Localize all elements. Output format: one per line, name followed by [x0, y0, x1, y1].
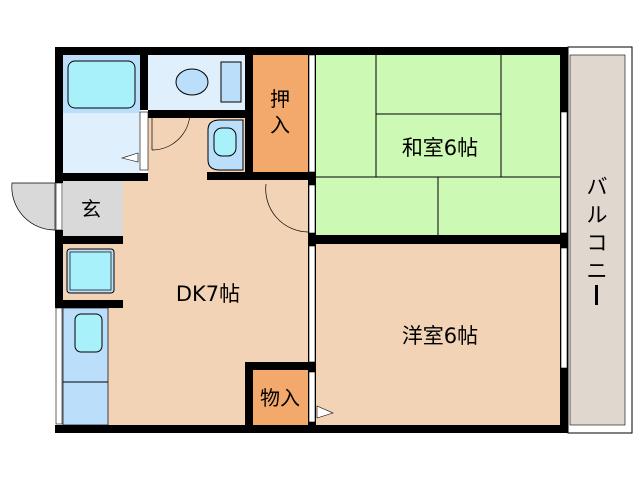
balcony-char-long-vowel	[595, 285, 598, 305]
balcony-char: ニ	[587, 259, 608, 283]
oshiire-label-1: 押	[270, 87, 290, 111]
balcony-char: ル	[587, 203, 608, 227]
monoire-door-marker	[316, 405, 334, 419]
yoshitsu-label: 洋室6帖	[402, 324, 478, 348]
toilet-tank	[220, 61, 242, 103]
kitchen-sink	[74, 313, 103, 353]
entrance-door[interactable]	[11, 182, 56, 231]
genkan	[63, 181, 123, 236]
bath-door-marker	[120, 152, 139, 163]
walls	[55, 47, 568, 433]
bathtub	[67, 60, 136, 109]
washitsu-label: 和室6帖	[402, 136, 478, 160]
yoshitsu-floor	[316, 244, 560, 425]
monoire	[253, 370, 308, 425]
toilet-bowl	[175, 68, 209, 96]
balcony-char: コ	[587, 231, 608, 255]
oshiire-label-2: 入	[270, 113, 290, 137]
genkan-label: 玄	[81, 197, 101, 221]
balcony-label: バ ル コ ニ	[587, 175, 608, 305]
oshiire	[253, 55, 308, 172]
tatami-lines	[316, 55, 560, 235]
balcony	[569, 54, 626, 426]
washer-pan-inner	[69, 251, 112, 291]
balcony-char: バ	[587, 175, 608, 199]
dk-label: DK7帖	[176, 282, 240, 306]
monoire-label: 物入	[260, 386, 300, 410]
basin-bowl	[213, 127, 237, 157]
washitsu-door[interactable]	[265, 183, 309, 233]
windows	[55, 54, 568, 425]
